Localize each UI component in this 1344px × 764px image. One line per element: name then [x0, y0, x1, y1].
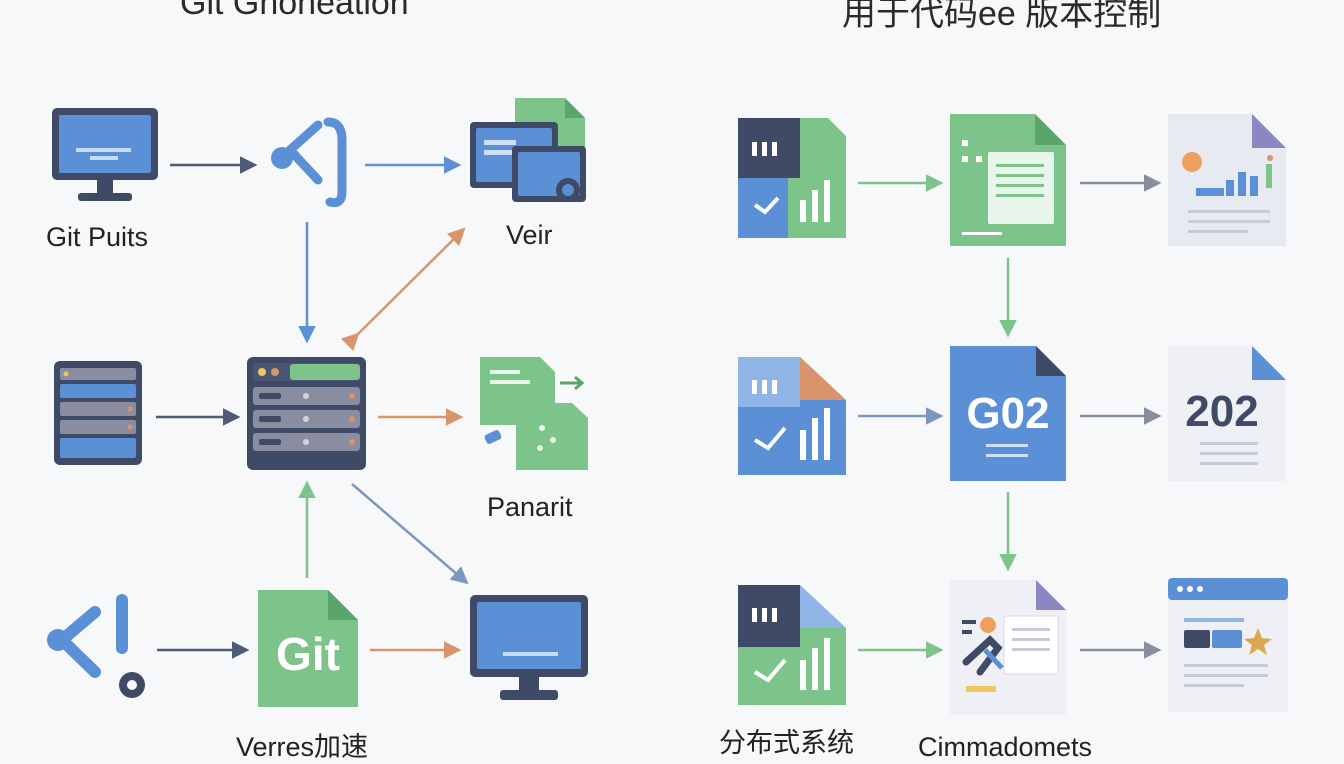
g02-doc-text: G02 — [966, 389, 1049, 438]
split-doc-icon-2 — [738, 357, 846, 475]
right-title: 用于代码ee 版本控制 — [842, 0, 1162, 33]
branch-icon-bottom — [47, 594, 145, 698]
label-verres: Verres加速 — [236, 732, 369, 762]
server-rack-icon — [247, 357, 366, 470]
green-doc-icon — [950, 114, 1066, 246]
left-arrows — [156, 156, 469, 659]
left-title: Git Gnoneation — [180, 0, 409, 22]
browser-icon — [1168, 578, 1288, 712]
g02-doc-icon: G02 — [950, 346, 1066, 481]
label-fenbushi: 分布式系统 — [719, 728, 854, 758]
branch-icon — [271, 117, 347, 207]
split-doc-icon-1 — [738, 118, 846, 238]
git-doc-text: Git — [276, 628, 340, 680]
monitor-icon-bottom — [470, 595, 588, 700]
n202-doc-text: 202 — [1185, 387, 1258, 436]
database-icon — [54, 361, 142, 465]
files-icon — [480, 357, 588, 470]
n202-doc-icon: 202 — [1168, 346, 1286, 481]
right-arrows — [858, 174, 1162, 659]
git-document-icon: Git — [258, 590, 358, 707]
arrow-server-windows — [340, 227, 466, 352]
label-veir: Veir — [506, 220, 553, 250]
report-doc-icon — [1168, 114, 1286, 246]
label-git-puits: Git Puits — [46, 222, 149, 252]
label-cimmadomets: Cimmadomets — [918, 732, 1093, 762]
label-panarit: Panarit — [487, 492, 573, 522]
arrow-server-monitor — [351, 483, 469, 585]
process-doc-icon — [950, 580, 1066, 715]
windows-icon — [470, 98, 586, 202]
monitor-icon — [52, 108, 158, 201]
split-doc-icon-3 — [738, 585, 846, 705]
